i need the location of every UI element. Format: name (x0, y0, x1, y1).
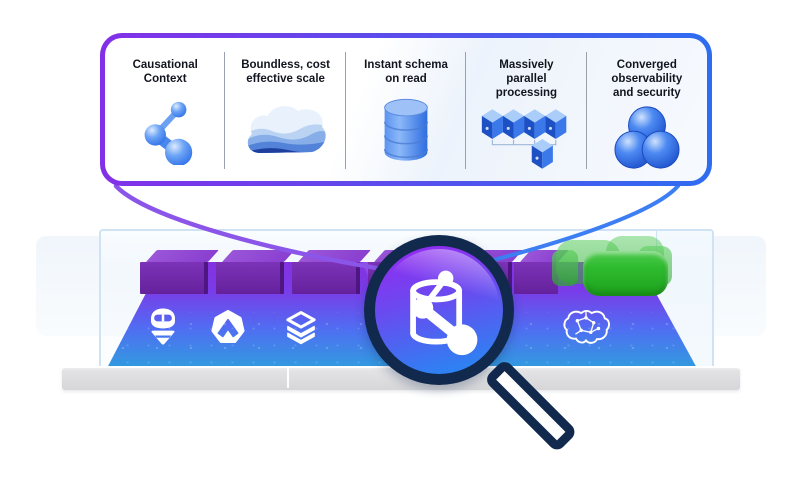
feature-parallel-processing: Massively parallel processing (466, 38, 588, 181)
landscape-cloud-icon (244, 86, 328, 181)
green-capsule (552, 250, 578, 286)
deploy-arrow-icon (211, 310, 245, 349)
magnifier-lens (375, 246, 503, 374)
feature-title: Instant schema on read (364, 59, 448, 86)
ninja-icon (147, 307, 179, 354)
tray-seam (287, 368, 289, 388)
database-icon (376, 86, 436, 181)
layers-icon (282, 310, 320, 350)
purple-block (514, 250, 569, 294)
parallel-cubes-icon (478, 100, 574, 181)
database-molecule-icon (410, 270, 478, 356)
feature-converged-observability: Converged observability and security (587, 38, 707, 181)
feature-title: Massively parallel processing (495, 59, 558, 100)
features-callout: Causational Context (100, 33, 712, 186)
feature-causational-context: Causational Context (105, 38, 226, 181)
purple-block (216, 250, 295, 294)
purple-block (140, 250, 219, 294)
feature-title: Converged observability and security (611, 59, 683, 100)
magnifier (364, 235, 514, 385)
feature-boundless-scale: Boundless, cost effective scale (225, 38, 347, 181)
green-capsule-front (583, 251, 668, 296)
feature-instant-schema: Instant schema on read (346, 38, 467, 181)
feature-title: Boundless, cost effective scale (241, 59, 331, 86)
purple-block (292, 250, 371, 294)
feature-title: Causational Context (132, 59, 198, 86)
molecule-icon (130, 86, 200, 181)
triple-spheres-icon (610, 100, 684, 181)
brain-icon (562, 309, 610, 351)
